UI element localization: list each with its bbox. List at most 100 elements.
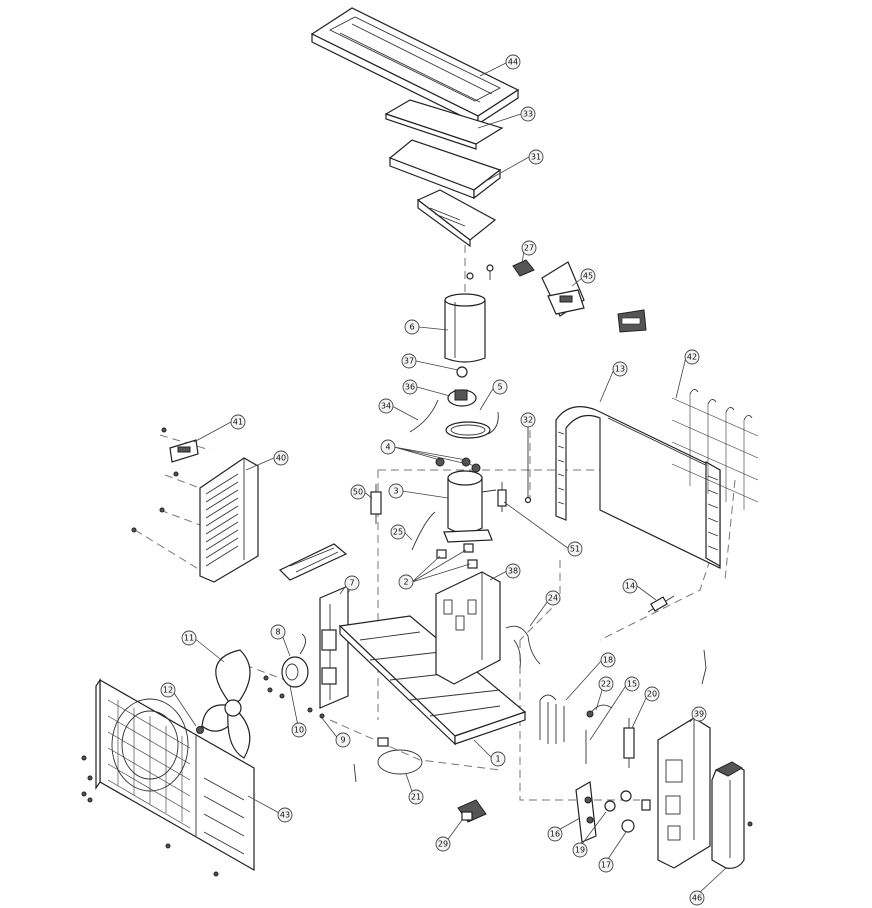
- svg-text:15: 15: [627, 680, 637, 689]
- pipes-18: [539, 694, 565, 744]
- callout-14: 14: [622, 578, 638, 594]
- svg-text:9: 9: [340, 736, 345, 745]
- callout-2: 2: [398, 574, 414, 590]
- callout-10: 10: [291, 722, 307, 738]
- top-plate-33: [384, 99, 504, 150]
- callout-5: 5: [492, 379, 508, 395]
- callout-31: 31: [528, 149, 544, 165]
- svg-text:31: 31: [531, 153, 541, 162]
- fan-blade-11: [201, 649, 251, 759]
- terminal-27: [512, 259, 535, 277]
- valve-body-20: [623, 718, 635, 768]
- svg-text:42: 42: [687, 353, 697, 362]
- callout-1: 1: [490, 751, 506, 767]
- wire-21: [353, 737, 423, 783]
- callout-8: 8: [270, 624, 286, 640]
- svg-text:24: 24: [548, 594, 558, 603]
- capacitor-29: [457, 799, 487, 823]
- callout-4: 4: [380, 439, 396, 455]
- svg-text:25: 25: [393, 528, 403, 537]
- svg-text:16: 16: [550, 830, 560, 839]
- valve-14: [647, 595, 675, 613]
- svg-text:50: 50: [353, 488, 363, 497]
- pipe-24: [505, 625, 541, 669]
- side-cover-46: [711, 761, 745, 869]
- coil-fins: [557, 431, 719, 551]
- callout-18: 18: [600, 652, 616, 668]
- callout-44: 44: [505, 54, 521, 70]
- svg-text:10: 10: [294, 726, 304, 735]
- callout-51: 51: [567, 541, 583, 557]
- callout-36: 36: [402, 379, 418, 395]
- svg-text:7: 7: [349, 579, 354, 588]
- callout-43: 43: [277, 807, 293, 823]
- sensor-22: [586, 704, 613, 718]
- callout-3: 3: [388, 483, 404, 499]
- screws-upper: [466, 264, 494, 280]
- callout-16: 16: [547, 826, 563, 842]
- wire-right: [701, 649, 707, 685]
- side-grille-40: [199, 457, 259, 583]
- control-module: [617, 309, 647, 333]
- valve-36: [447, 389, 477, 407]
- rear-mesh-42: [671, 389, 759, 510]
- partition-38: [435, 571, 501, 685]
- svg-text:44: 44: [508, 58, 518, 67]
- compressor-jacket-6: [444, 293, 486, 363]
- svg-text:19: 19: [575, 846, 585, 855]
- svg-text:20: 20: [647, 690, 657, 699]
- front-grille-mesh: [107, 699, 191, 829]
- svg-text:37: 37: [404, 357, 414, 366]
- svg-text:39: 39: [694, 710, 704, 719]
- callout-7: 7: [344, 575, 360, 591]
- pipe-25: [411, 511, 436, 551]
- svg-text:40: 40: [276, 454, 286, 463]
- callout-25: 25: [390, 524, 406, 540]
- svg-text:21: 21: [411, 793, 421, 802]
- svg-text:8: 8: [275, 628, 280, 637]
- svg-text:5: 5: [497, 383, 502, 392]
- callout-12: 12: [160, 682, 176, 698]
- svg-text:4: 4: [385, 443, 390, 452]
- nut-37: [456, 366, 468, 378]
- callout-38: 38: [505, 563, 521, 579]
- svg-text:36: 36: [405, 383, 415, 392]
- svg-text:45: 45: [583, 272, 593, 281]
- svg-text:3: 3: [393, 487, 398, 496]
- callout-20: 20: [644, 686, 660, 702]
- callout-13: 13: [612, 361, 628, 377]
- svg-text:41: 41: [233, 418, 243, 427]
- base-pan-1: [338, 615, 527, 746]
- front-screws: [81, 427, 219, 877]
- svg-text:34: 34: [381, 402, 391, 411]
- callout-42: 42: [684, 349, 700, 365]
- svg-text:13: 13: [615, 365, 625, 374]
- callout-19: 19: [572, 842, 588, 858]
- compressor-3: [443, 470, 497, 543]
- callout-11: 11: [181, 630, 197, 646]
- motor-support-bracket: [278, 543, 348, 581]
- callout-39: 39: [691, 706, 707, 722]
- coil-ring-5: [445, 411, 499, 439]
- svg-text:43: 43: [280, 811, 290, 820]
- callout-15: 15: [624, 676, 640, 692]
- fan-nut-12: [196, 726, 204, 734]
- svg-text:2: 2: [403, 578, 408, 587]
- callout-32: 32: [520, 412, 536, 428]
- callout-22: 22: [598, 676, 614, 692]
- side-cover-screw: [747, 821, 753, 827]
- feet-2: [436, 543, 478, 569]
- plate-41: [169, 439, 199, 463]
- condenser-coil-13: [555, 406, 721, 569]
- side-grille-slots: [205, 473, 239, 567]
- svg-text:22: 22: [601, 680, 611, 689]
- leader-lines: [171, 61, 727, 896]
- svg-text:14: 14: [625, 582, 635, 591]
- tube-34: [409, 399, 439, 433]
- callout-6: 6: [404, 319, 420, 335]
- svg-text:38: 38: [508, 567, 518, 576]
- svg-text:29: 29: [438, 840, 448, 849]
- callout-9: 9: [335, 732, 351, 748]
- svg-text:17: 17: [601, 861, 611, 870]
